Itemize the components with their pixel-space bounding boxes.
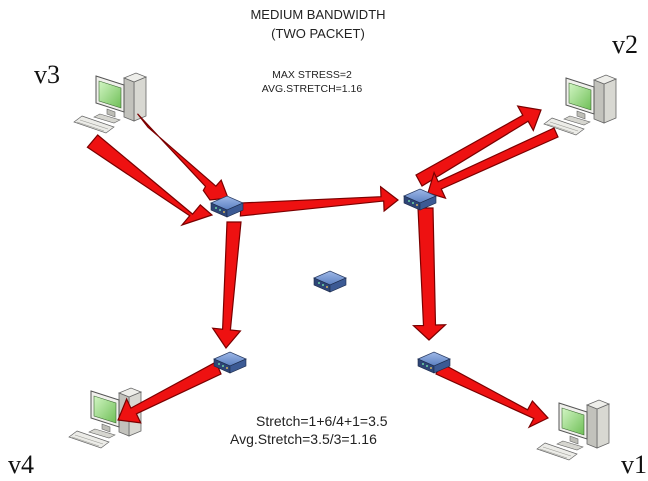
avg-stretch-label: AVG.STRETCH=1.16 (261, 83, 363, 95)
arrow-router-to-v4 (117, 361, 222, 424)
max-stress-label: MAX STRESS=2 (272, 69, 352, 81)
diagram-title: MEDIUM BANDWIDTH (250, 7, 386, 22)
computer-v2-icon (543, 74, 617, 136)
arrow-v3-to-router-a (86, 134, 214, 227)
stretch-formula: Stretch=1+6/4+1=3.5 (256, 413, 388, 429)
host-label-v1: v1 (621, 450, 647, 479)
arrow-router-right-down (411, 207, 448, 341)
arrow-v2-to-router-right (427, 127, 559, 200)
host-label-v2: v2 (612, 30, 638, 59)
host-label-v3: v3 (34, 60, 60, 89)
avg-stretch-formula: Avg.Stretch=3.5/3=1.16 (230, 431, 377, 447)
diagram-subtitle: (TWO PACKET) (271, 26, 365, 41)
computer-v1-icon (536, 399, 610, 461)
router-center-icon (313, 270, 347, 293)
host-label-v4: v4 (8, 450, 34, 479)
computer-v3-icon (73, 72, 147, 134)
arrow-router-left-to-right (239, 185, 399, 217)
arrow-router-left-down (211, 221, 242, 349)
arrow-router-to-v1 (435, 362, 549, 429)
arrow-router-right-to-v2 (415, 105, 542, 187)
